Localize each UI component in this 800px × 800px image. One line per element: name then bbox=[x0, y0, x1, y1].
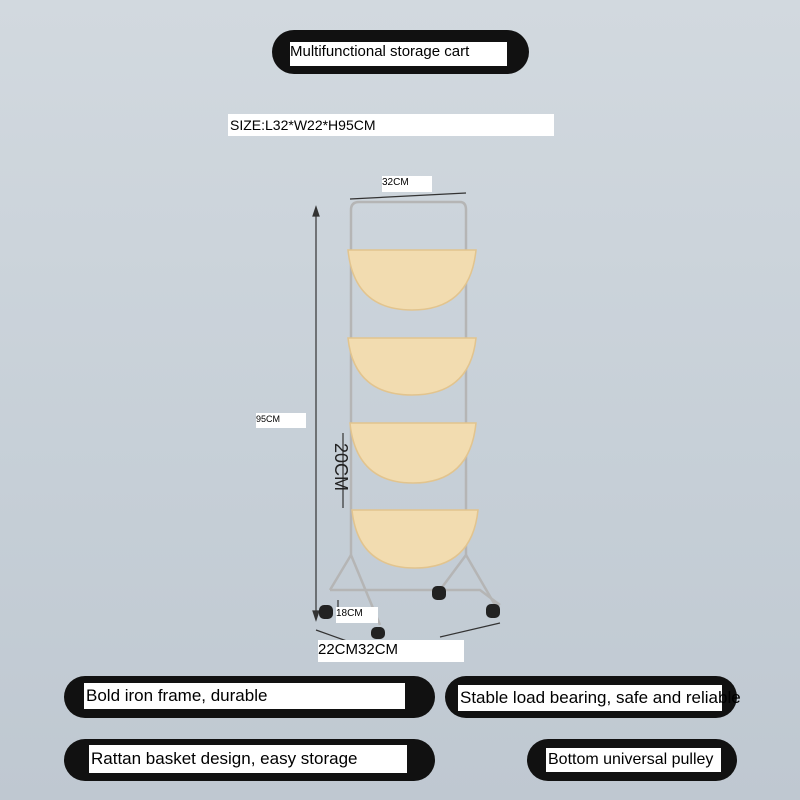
title-label: Multifunctional storage cart bbox=[290, 42, 507, 66]
width-top-label: 32CM bbox=[382, 176, 432, 192]
rattan-baskets bbox=[347, 249, 479, 569]
feature-label-2: Stable load bearing, safe and reliable bbox=[458, 685, 741, 711]
feature-label-3: Rattan basket design, easy storage bbox=[89, 745, 407, 773]
height-label: 95CM bbox=[256, 413, 306, 428]
feature-label-1: Bold iron frame, durable bbox=[84, 683, 405, 709]
caster-wheels bbox=[319, 586, 500, 639]
spacing-label: 20CM bbox=[331, 443, 351, 491]
feature-label-4: Bottom universal pulley bbox=[546, 748, 721, 772]
size-label: SIZE:L32*W22*H95CM bbox=[228, 114, 554, 136]
base-label: 22CM32CM bbox=[318, 640, 464, 662]
iron-frame bbox=[328, 200, 501, 626]
wheel-height-label: 18CM bbox=[336, 607, 378, 623]
